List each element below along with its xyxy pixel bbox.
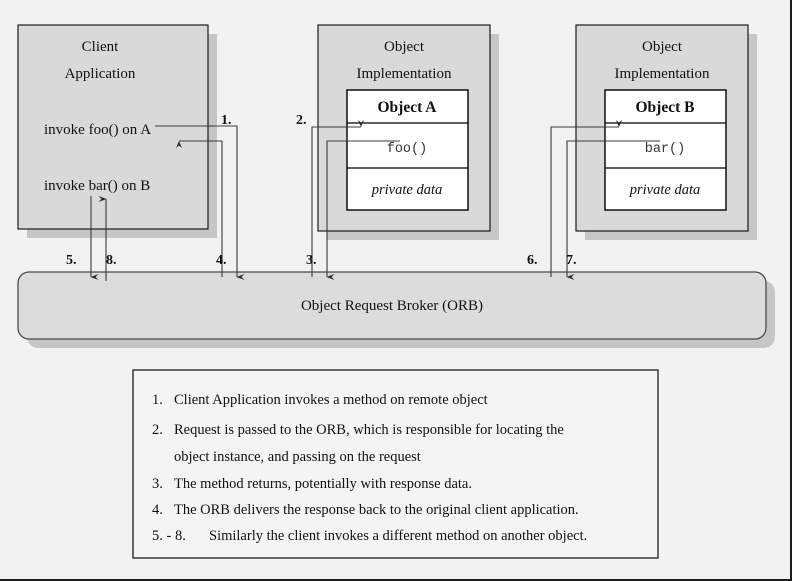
legend-item-5: 5. - 8. Similarly the client invokes a d…	[152, 528, 587, 544]
object-request-broker[interactable]: Object Request Broker (ORB)	[17, 271, 775, 348]
legend-item-3-number: 3.	[152, 476, 163, 492]
object-a-name: Object A	[378, 99, 438, 116]
legend-item-2: 2. Request is passed to the ORB, which i…	[152, 422, 564, 465]
object-a-private-data: private data	[371, 182, 442, 198]
orb-box	[17, 271, 767, 340]
step-marker-6: 6.	[527, 253, 538, 268]
legend-panel[interactable]: 1. Client Application invokes a method o…	[132, 369, 659, 559]
flow-arrow-7	[566, 140, 660, 280]
legend-item-5-line-1: Similarly the client invokes a different…	[209, 528, 587, 544]
legend-item-3-line-1: The method returns, potentially with res…	[174, 476, 472, 492]
legend-box	[132, 369, 659, 559]
legend-item-5-number: 5. - 8.	[152, 528, 186, 544]
object-a-method: foo()	[387, 142, 428, 157]
legend-item-2-line-1: Request is passed to the ORB, which is r…	[174, 422, 564, 438]
invoke-foo-label: invoke foo() on A	[44, 122, 151, 138]
step-markers: 1. 2. 3. 4. 5. 6. 7. 8.	[66, 113, 577, 268]
panel-impl-a-title-line1: Object	[384, 39, 425, 55]
panel-impl-b-title-line1: Object	[642, 39, 683, 55]
object-a-card[interactable]: Object A foo() private data	[346, 89, 469, 211]
object-b-box	[604, 89, 727, 211]
panel-client-title-line2: Application	[65, 66, 136, 82]
step-marker-4: 4.	[216, 253, 227, 268]
step-marker-2: 2.	[296, 113, 307, 128]
legend-item-4: 4. The ORB delivers the response back to…	[152, 502, 579, 518]
legend-item-4-number: 4.	[152, 502, 163, 518]
step-marker-8: 8.	[106, 253, 117, 268]
invoke-bar-label: invoke bar() on B	[44, 178, 150, 194]
legend-item-1: 1. Client Application invokes a method o…	[152, 392, 488, 408]
legend-item-1-number: 1.	[152, 392, 163, 408]
panel-object-implementation-a[interactable]: Object Implementation Object A foo() pri…	[317, 24, 499, 240]
step-marker-5: 5.	[66, 253, 77, 268]
step-marker-1: 1.	[221, 113, 232, 128]
flow-arrow-2	[311, 120, 364, 277]
object-b-name: Object B	[636, 99, 695, 116]
legend-item-1-line-1: Client Application invokes a method on r…	[174, 392, 488, 408]
flow-arrow-1	[155, 125, 245, 280]
object-a-box	[346, 89, 469, 211]
legend-item-2-line-2: object instance, and passing on the requ…	[174, 449, 421, 465]
panel-client-box	[17, 24, 209, 230]
object-b-private-data: private data	[629, 182, 700, 198]
panel-client-title-line1: Client	[82, 39, 119, 55]
step-marker-3: 3.	[306, 253, 317, 268]
panel-object-implementation-b[interactable]: Object Implementation Object B bar() pri…	[575, 24, 757, 240]
panel-impl-b-title-line2: Implementation	[615, 66, 710, 82]
flow-arrow-3	[326, 140, 400, 280]
legend-item-4-line-1: The ORB delivers the response back to th…	[174, 502, 579, 518]
legend-item-3: 3. The method returns, potentially with …	[152, 476, 472, 492]
panel-client-application[interactable]: Client Application invoke foo() on A inv…	[17, 24, 217, 238]
step-marker-7: 7.	[566, 253, 577, 268]
object-b-card[interactable]: Object B bar() private data	[604, 89, 727, 211]
object-b-method: bar()	[645, 142, 686, 157]
legend-item-2-number: 2.	[152, 422, 163, 438]
flow-arrow-4	[176, 140, 223, 277]
flow-arrow-6	[550, 120, 622, 277]
panel-impl-a-title-line2: Implementation	[357, 66, 452, 82]
orb-label: Object Request Broker (ORB)	[301, 298, 483, 314]
